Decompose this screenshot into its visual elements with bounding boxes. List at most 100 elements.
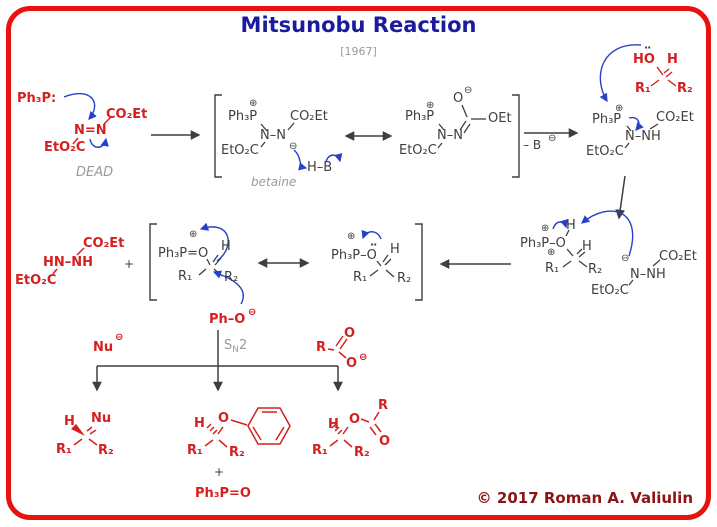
ph3p-reagent-label: Ph₃P: <box>17 91 57 106</box>
resonance-nn-label: N–N <box>437 128 463 143</box>
nucleophile-product-bonds <box>71 424 98 446</box>
product-right-o-carbonyl-label: O <box>379 434 391 449</box>
betaine-co2et-label: CO₂Et <box>290 109 328 124</box>
product-center-h-label: H <box>194 416 205 431</box>
carboxylate-o-bottom-label: O <box>346 356 358 371</box>
charge-plus: ⊕ <box>426 100 435 111</box>
branch-arrows <box>92 330 343 392</box>
minus-b-label: – B <box>523 138 542 152</box>
product-right-o-label: O <box>349 412 361 427</box>
product-left-r1-label: R₁ <box>56 442 72 457</box>
curved-arrow-anion-to-oh <box>581 210 634 257</box>
protonated-oxyphosphonium-bonds <box>562 229 661 286</box>
betaine-ph3p-label: Ph₃P <box>228 109 258 124</box>
curved-arrow-ph3p-to-n <box>63 92 97 120</box>
product-left-nu-label: Nu <box>91 411 112 426</box>
oh-hydrogen-label: H <box>566 218 576 233</box>
product-left-h-label: H <box>64 414 75 429</box>
charge-plus: ⊕ <box>541 223 550 234</box>
bracket-row1 <box>214 94 520 178</box>
adduct-nnh-label: N–NH <box>625 129 661 144</box>
anion-eto2c-label: EtO₂C <box>591 283 629 298</box>
charge-minus: ⊖ <box>248 307 257 318</box>
dead-nn-label: N=N <box>74 123 107 138</box>
ch-hydrogen-label: H <box>582 239 592 254</box>
betaine-bonds <box>260 122 295 148</box>
hydrazide-bonds <box>52 247 85 275</box>
page-title: Mitsunobu Reaction <box>240 13 477 37</box>
charge-plus: ⊕ <box>347 231 356 242</box>
curved-arrow-nn-bond <box>89 137 109 148</box>
alcohol-ho-label: HO <box>633 52 655 67</box>
oxyphosphonium-b-r1-label: R₁ <box>353 270 368 285</box>
oxyphosphonium-a-h-label: H <box>221 239 231 254</box>
charge-minus: ⊖ <box>548 133 557 144</box>
betaine-eto2c-label: EtO₂C <box>221 143 259 158</box>
product-right-r-label: R <box>378 398 389 413</box>
charge-minus: ⊖ <box>464 85 473 96</box>
curved-arrow-lone-pair <box>361 229 382 240</box>
anion-co2et-label: CO₂Et <box>659 249 697 264</box>
charge-minus: ⊖ <box>359 352 368 363</box>
carboxylate-bonds <box>327 335 348 359</box>
carboxylate-o-top-label: O <box>344 326 356 341</box>
r1-label: R₁ <box>545 261 560 276</box>
alcohol-h-label: H <box>667 52 678 67</box>
betaine-electron-arrows <box>293 149 343 171</box>
product-right-h-label: H <box>328 417 339 432</box>
oxyphosphonium-b-h-label: H <box>390 242 400 257</box>
oxyphosphonium-b-label: Ph₃P–O <box>331 248 377 263</box>
reaction-arrow-down <box>615 175 626 220</box>
charge-plus: ⊕ <box>615 103 624 114</box>
phenoxide-label: Ph–O <box>209 312 246 327</box>
hydrazide-eto2c-label: EtO₂C <box>15 273 57 288</box>
dead-electron-arrows <box>63 92 109 148</box>
charge-plus: ⊕ <box>189 229 198 240</box>
adduct-ph3p-label: Ph₃P <box>592 112 622 127</box>
charge-minus: ⊖ <box>115 332 124 343</box>
benzene-ring <box>247 407 291 445</box>
curved-arrow-co-bond-loop <box>199 222 229 262</box>
adduct-eto2c-label: EtO₂C <box>586 144 624 159</box>
oxyphosphonium-a-arrows <box>199 222 244 305</box>
wedge-bond <box>71 424 85 436</box>
adduct-electron-arrows <box>599 44 644 131</box>
product-center-r1-label: R₁ <box>187 443 203 458</box>
charge-plus: ⊕ <box>547 247 556 258</box>
product-center-r2-label: R₂ <box>229 445 245 460</box>
betaine-nn-label: N–N <box>260 128 286 143</box>
dead-co2et-label: CO₂Et <box>106 107 148 122</box>
oxyphosphonium-a-label: Ph₃P=O <box>158 246 209 261</box>
alcohol-r1-label: R₁ <box>635 81 651 96</box>
oxyphosphonium-a-r1-label: R₁ <box>178 269 193 284</box>
betaine-caption: betaine <box>251 175 297 189</box>
curved-arrow-hb-bond <box>325 153 343 163</box>
oxyphosphonium-a-r2-label: R₂ <box>224 270 239 285</box>
nucleophile-label: Nu <box>93 340 114 355</box>
curved-arrow-alcohol-to-p <box>599 44 642 103</box>
curved-arrow-anion-to-h <box>293 149 308 171</box>
resonance-oet-label: OEt <box>488 111 512 126</box>
dead-bonds <box>72 116 112 145</box>
resonance-ph3p-label: Ph₃P <box>405 109 435 124</box>
product-right-r1-label: R₁ <box>312 443 328 458</box>
hydrazide-co2et-label: CO₂Et <box>83 236 125 251</box>
curved-arrow-oh-bond <box>552 218 569 230</box>
copyright-label: © 2017 Roman A. Valiulin <box>476 489 693 507</box>
product-left-r2-label: R₂ <box>98 443 114 458</box>
plus-sign: + <box>214 465 225 479</box>
sn2-two: 2 <box>239 338 248 353</box>
anion-nnh-label: N–NH <box>630 267 666 282</box>
adduct-co2et-label: CO₂Et <box>656 110 694 125</box>
resonance-o-label: O <box>453 91 464 106</box>
sn2-n: N <box>232 345 239 355</box>
oxyphosphonium-b-bonds <box>369 254 395 278</box>
charge-plus: ⊕ <box>249 98 258 109</box>
ester-product-bonds <box>329 411 382 448</box>
hydrazide-hnnh-label: HN–NH <box>43 255 94 270</box>
resonance-form-bonds <box>437 104 486 149</box>
product-right-r2-label: R₂ <box>354 445 370 460</box>
alcohol-bonds <box>650 66 677 87</box>
